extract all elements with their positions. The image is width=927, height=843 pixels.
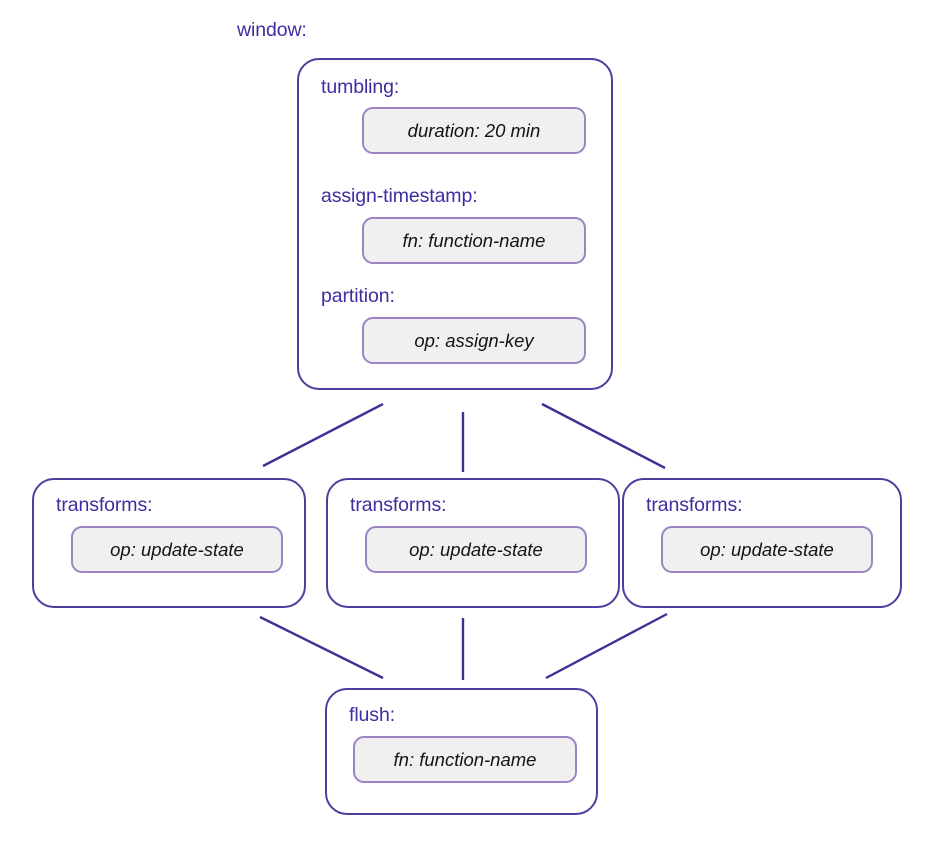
section-label-transforms: transforms: — [646, 494, 743, 516]
transforms-node-3[interactable]: transforms: op: update-state — [622, 478, 902, 608]
section-label-transforms: transforms: — [350, 494, 447, 516]
transforms-node-1[interactable]: transforms: op: update-state — [32, 478, 306, 608]
section-label-transforms: transforms: — [56, 494, 153, 516]
section-label-flush: flush: — [349, 704, 396, 726]
transforms-node-2[interactable]: transforms: op: update-state — [326, 478, 620, 608]
pill-partition-op[interactable]: op: assign-key — [362, 317, 586, 364]
pill-flush-fn[interactable]: fn: function-name — [353, 736, 577, 783]
page-title: window: — [237, 19, 307, 41]
flush-node[interactable]: flush: fn: function-name — [325, 688, 598, 815]
pill-transform-op[interactable]: op: update-state — [661, 526, 873, 573]
section-label-partition: partition: — [321, 285, 395, 307]
pill-transform-op[interactable]: op: update-state — [71, 526, 283, 573]
section-label-tumbling: tumbling: — [321, 76, 400, 98]
window-node[interactable]: tumbling: duration: 20 min assign-timest… — [297, 58, 613, 390]
pill-transform-op[interactable]: op: update-state — [365, 526, 587, 573]
section-label-assign-timestamp: assign-timestamp: — [321, 185, 478, 207]
pill-assign-timestamp-fn[interactable]: fn: function-name — [362, 217, 586, 264]
pill-duration[interactable]: duration: 20 min — [362, 107, 586, 154]
